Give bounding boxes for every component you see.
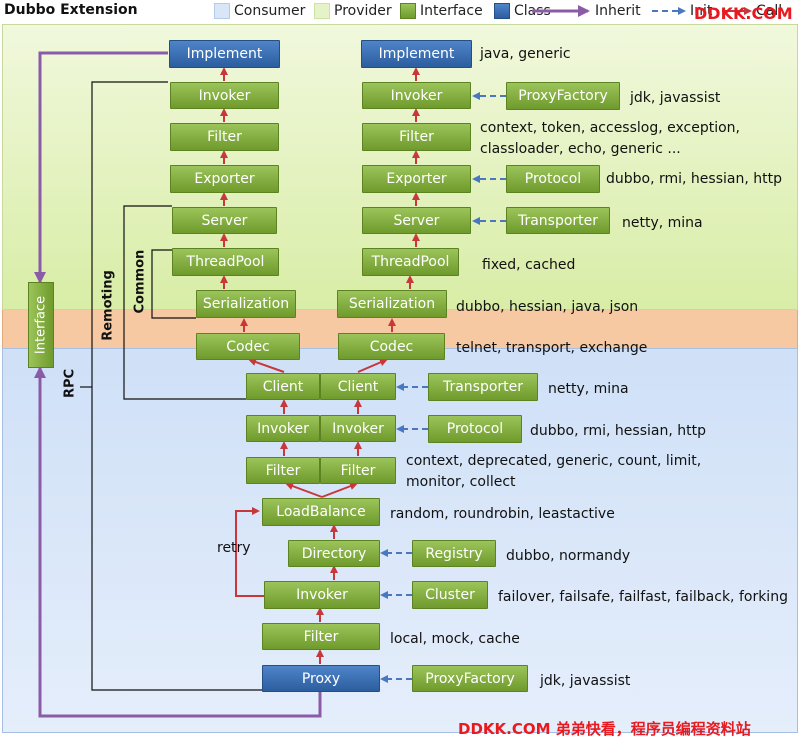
note-filter-provider-line1: context, token, accesslog, exception, (480, 120, 741, 136)
provider-invoker-box: Invoker (170, 82, 279, 109)
note-serialization: dubbo, hessian, java, json (456, 299, 639, 315)
provider-transporter-box: Transporter (506, 207, 610, 234)
legend-consumer: Consumer (214, 0, 305, 22)
note-proxyfactory-consumer: jdk, javassist (540, 673, 631, 689)
legend-inherit: Inherit (595, 0, 641, 22)
provider-threadpool-box: ThreadPool (172, 248, 279, 276)
consumer-invoker-left-box: Invoker (246, 415, 320, 442)
note-loadbalance: random, roundrobin, leastactive (390, 506, 615, 522)
common-label: Common (132, 249, 148, 314)
provider-right-implement-box: Implement (361, 40, 472, 68)
legend-interface-label: Interface (420, 3, 483, 19)
note-filter-consumer-line2: monitor, collect (406, 474, 516, 490)
note-protocol-consumer: dubbo, rmi, hessian, http (530, 423, 706, 439)
note-filter-provider-line2: classloader, echo, generic ... (480, 141, 681, 157)
note-registry: dubbo, normandy (506, 548, 631, 564)
note-transporter-consumer: netty, mina (548, 381, 629, 397)
consumer-filter-bottom-box: Filter (262, 623, 380, 650)
interface-box: Interface (28, 282, 54, 368)
consumer-filter-left-box: Filter (246, 457, 320, 484)
watermark-bottom: DDKK.COM 弟弟快看，程序员编程资料站 (458, 720, 751, 738)
note-filter-consumer-line1: context, deprecated, generic, count, lim… (406, 453, 702, 469)
consumer-proxy-box: Proxy (262, 665, 380, 692)
consumer-loadbalance-box: LoadBalance (262, 498, 380, 526)
consumer-directory-box: Directory (288, 540, 380, 567)
provider-right-serialization-box: Serialization (337, 290, 447, 318)
provider-right-threadpool-box: ThreadPool (362, 248, 459, 276)
interface-box-label: Interface (33, 295, 49, 355)
provider-serialization-box: Serialization (196, 290, 296, 318)
legend-provider-label: Provider (334, 3, 392, 19)
provider-right-server-box: Server (362, 207, 471, 234)
provider-swatch (314, 3, 330, 19)
legend-interface: Interface (400, 0, 483, 22)
legend-provider: Provider (314, 0, 392, 22)
note-cluster: failover, failsafe, failfast, failback, … (498, 589, 788, 605)
consumer-protocol-box: Protocol (428, 415, 522, 443)
consumer-client-right-box: Client (320, 373, 396, 400)
consumer-registry-box: Registry (412, 540, 496, 567)
watermark-top: DDKK.COM (694, 4, 793, 23)
legend-consumer-label: Consumer (234, 3, 306, 19)
note-transporter-provider: netty, mina (622, 215, 703, 231)
provider-protocol-box: Protocol (506, 165, 600, 193)
consumer-swatch (214, 3, 230, 19)
provider-right-filter-box: Filter (362, 123, 471, 151)
rpc-label: RPC (62, 368, 78, 399)
remoting-label: Remoting (100, 270, 116, 341)
note-implement: java, generic (480, 46, 571, 62)
consumer-cluster-box: Cluster (412, 581, 488, 609)
legend-init-label: Init (690, 3, 713, 19)
note-threadpool: fixed, cached (482, 257, 576, 273)
legend-call-label: Call (756, 3, 783, 19)
provider-codec-box: Codec (196, 333, 300, 360)
consumer-client-left-box: Client (246, 373, 320, 400)
legend-inherit-label: Inherit (595, 3, 641, 19)
note-protocol-provider: dubbo, rmi, hessian, http (606, 171, 782, 187)
interface-swatch (400, 3, 416, 19)
note-codec: telnet, transport, exchange (456, 340, 648, 356)
provider-right-exporter-box: Exporter (362, 165, 471, 193)
diagram-title: Dubbo Extension (4, 2, 138, 18)
note-proxyfactory-provider: jdk, javassist (630, 90, 721, 106)
legend-call: Call (756, 0, 782, 22)
provider-filter-box: Filter (170, 123, 279, 151)
consumer-cluster-invoker-box: Invoker (264, 581, 380, 609)
class-swatch (494, 3, 510, 19)
provider-server-box: Server (172, 207, 277, 234)
provider-exporter-box: Exporter (170, 165, 279, 193)
note-filter-local: local, mock, cache (390, 631, 520, 647)
provider-implement-box: Implement (169, 40, 280, 68)
provider-right-codec-box: Codec (338, 333, 445, 360)
provider-right-invoker-box: Invoker (362, 82, 471, 109)
consumer-proxyfactory-box: ProxyFactory (412, 665, 528, 692)
consumer-filter-right-box: Filter (320, 457, 396, 484)
legend-init: Init (690, 0, 712, 22)
provider-proxyfactory-box: ProxyFactory (506, 82, 620, 110)
retry-label: retry (217, 540, 251, 556)
consumer-invoker-right-box: Invoker (320, 415, 396, 442)
consumer-transporter-box: Transporter (428, 373, 538, 401)
